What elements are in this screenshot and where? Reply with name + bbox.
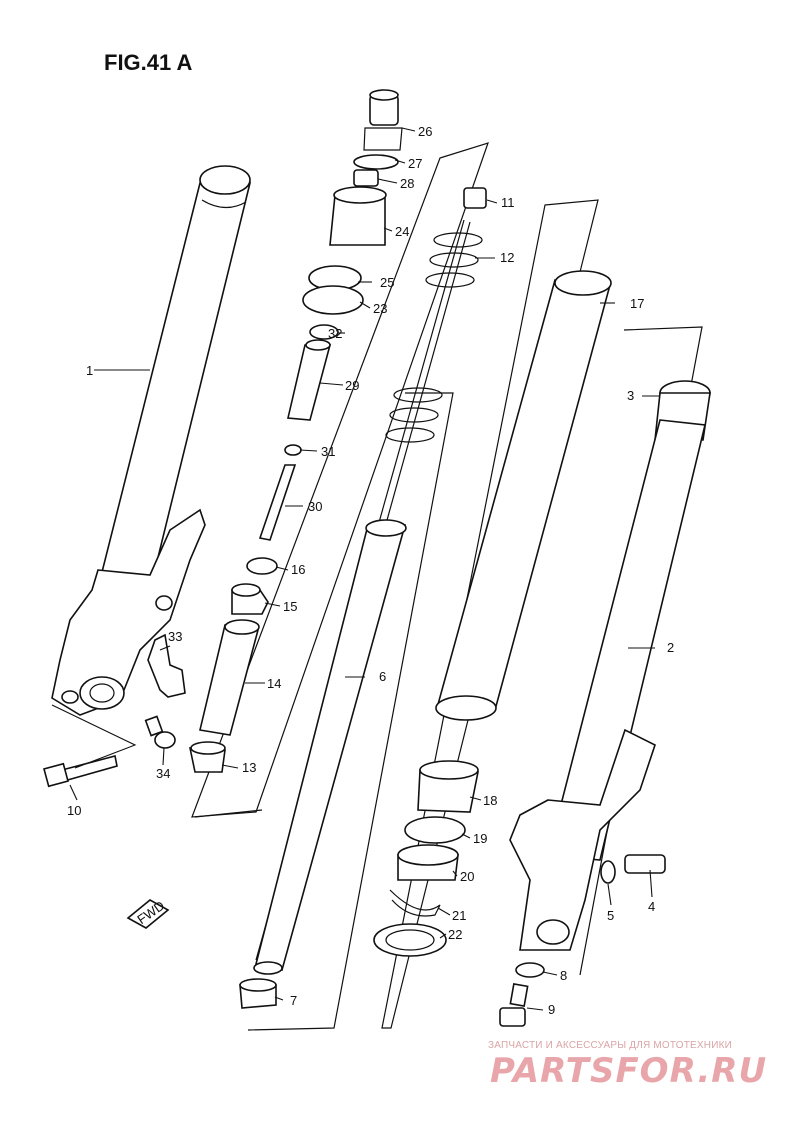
label-part-8: 8 [560, 968, 567, 983]
watermark-tagline: ЗАПЧАСТИ И АКСЕССУАРЫ ДЛЯ МОТОТЕХНИКИ [488, 1040, 732, 1051]
bushing [417, 760, 479, 813]
label-part-34: 34 [156, 766, 170, 781]
oil-lock-piece [189, 741, 226, 773]
label-part-4: 4 [648, 899, 655, 914]
label-part-6: 6 [379, 669, 386, 684]
stopper-ring [389, 889, 441, 917]
washer [246, 557, 278, 575]
frame-inner-tube [381, 199, 599, 1029]
label-part-22: 22 [448, 927, 462, 942]
spacer [353, 169, 379, 187]
valve-rod [258, 464, 297, 541]
label-part-10: 10 [67, 803, 81, 818]
label-part-24: 24 [395, 224, 409, 239]
piston-rod [287, 339, 332, 421]
leader-lines [69, 127, 660, 1011]
label-part-7: 7 [290, 993, 297, 1008]
frame-line [194, 809, 263, 818]
stopper [231, 583, 269, 615]
inner-tube [435, 270, 612, 721]
label-part-31: 31 [321, 444, 335, 459]
label-part-1: 1 [86, 363, 93, 378]
label-part-12: 12 [500, 250, 514, 265]
damper-rod [253, 519, 407, 975]
label-part-19: 19 [473, 831, 487, 846]
label-part-11: 11 [501, 195, 515, 210]
label-part-5: 5 [607, 908, 614, 923]
label-part-23: 23 [373, 301, 387, 316]
label-part-3: 3 [627, 388, 634, 403]
fwd-arrow: FWD [126, 898, 170, 929]
fork-leg-left [51, 165, 252, 716]
small-ring [284, 444, 302, 456]
label-part-18: 18 [483, 793, 497, 808]
label-part-16: 16 [291, 562, 305, 577]
label-part-14: 14 [267, 676, 281, 691]
spacer-tube [199, 619, 260, 736]
leader-line [51, 704, 137, 769]
bracket-bolt [144, 715, 176, 749]
air-valve [624, 854, 666, 874]
label-part-26: 26 [418, 124, 432, 139]
seal-washer [404, 816, 466, 844]
label-part-33: 33 [168, 629, 182, 644]
o-ring-small [309, 324, 339, 340]
gasket [600, 860, 616, 884]
label-part-13: 13 [242, 760, 256, 775]
label-part-29: 29 [345, 378, 359, 393]
label-part-17: 17 [630, 296, 644, 311]
watermark-brand-logo: PARTSFOR.RU [490, 1051, 767, 1091]
label-part-9: 9 [548, 1002, 555, 1017]
label-part-21: 21 [452, 908, 466, 923]
bushing-ring [302, 285, 364, 315]
label-part-2: 2 [667, 640, 674, 655]
oil-seal [397, 844, 459, 881]
frame-inner-cylinder [191, 142, 489, 818]
cap-bolt [363, 89, 403, 151]
axle-bolt [43, 755, 118, 788]
label-part-25: 25 [380, 275, 394, 290]
label-part-15: 15 [283, 599, 297, 614]
label-part-28: 28 [400, 176, 414, 191]
frame-damper-rod [247, 392, 454, 1031]
bottom-bolt [499, 983, 529, 1027]
nut [463, 187, 487, 209]
washer-bottom [515, 962, 545, 978]
o-ring [353, 154, 399, 170]
label-part-30: 30 [308, 499, 322, 514]
adjuster-housing [329, 186, 387, 246]
label-part-20: 20 [460, 869, 474, 884]
bracket [147, 633, 186, 698]
outer-tube [509, 380, 711, 951]
bottom-spacer [239, 978, 277, 1009]
label-part-27: 27 [408, 156, 422, 171]
label-part-32: 32 [328, 326, 342, 341]
figure-title: FIG.41 A [104, 50, 193, 75]
dust-seal [373, 923, 447, 957]
